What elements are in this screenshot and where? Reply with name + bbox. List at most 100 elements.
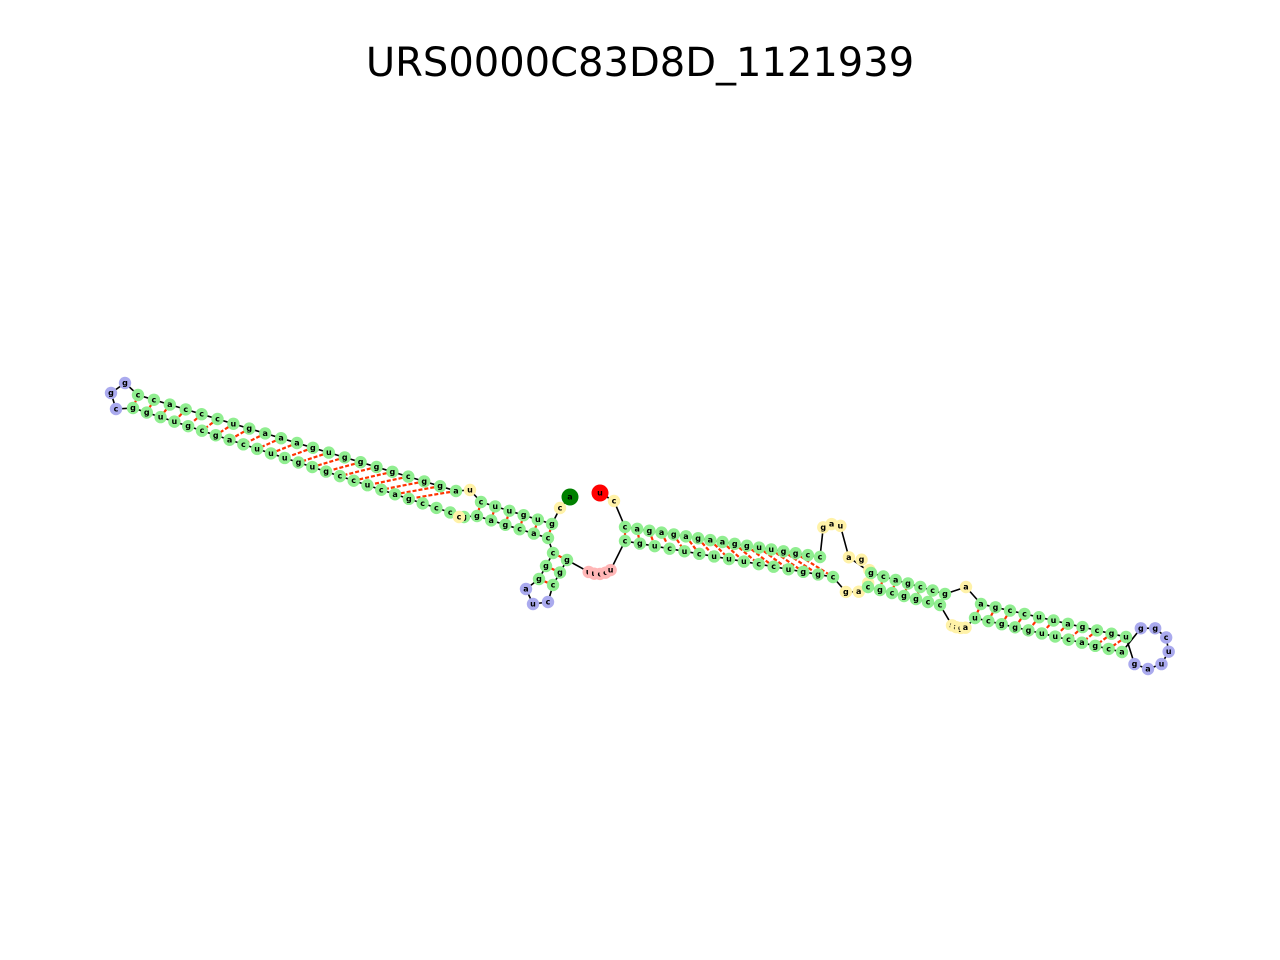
nucleotide: u	[463, 483, 477, 497]
nucleotide-letter: c	[818, 553, 823, 562]
nucleotide-letter: g	[781, 547, 787, 556]
nucleotide: c	[131, 388, 145, 402]
nucleotide-circle	[663, 542, 676, 555]
nucleotide: g	[539, 559, 553, 573]
nucleotide-circle	[974, 597, 988, 611]
nucleotide-circle	[1047, 614, 1060, 627]
nucleotide-circle	[789, 547, 802, 560]
nucleotide-letter: a	[659, 528, 664, 537]
nucleotide: g	[633, 537, 647, 550]
nucleotide: c	[752, 557, 765, 571]
nucleotide-letter: g	[296, 458, 302, 467]
nucleotide-circle	[319, 465, 333, 478]
nucleotide-circle	[163, 398, 176, 411]
nucleotide: g	[470, 509, 484, 523]
nucleotide-circle	[278, 451, 291, 465]
nucleotide: c	[402, 470, 415, 483]
nucleotide: u	[1119, 630, 1133, 644]
nucleotide: c	[546, 546, 560, 560]
nucleotide-circle	[561, 488, 579, 506]
nucleotide-letter: c	[420, 499, 425, 508]
base-pair-bond	[408, 489, 457, 500]
base-pair-bond	[270, 441, 298, 455]
nucleotide-letter: a	[392, 490, 397, 499]
nucleotide-circle	[1134, 622, 1148, 635]
nucleotide-circle	[539, 559, 553, 573]
nucleotide-letter: c	[1022, 609, 1027, 618]
nucleotide: u	[278, 451, 291, 465]
nucleotide-letter: g	[695, 534, 701, 543]
nucleotide-letter: u	[786, 565, 792, 574]
nucleotide-letter: c	[114, 405, 119, 414]
nucleotide-letter: c	[1066, 635, 1071, 644]
nucleotide-circle	[1061, 617, 1075, 630]
nucleotide: c	[607, 494, 621, 508]
nucleotide-circle	[873, 583, 887, 597]
nucleotide-letter: u	[597, 489, 603, 498]
nucleotide: c	[513, 523, 526, 536]
nucleotide-letter: g	[144, 408, 150, 417]
base-pair-bond	[353, 470, 393, 482]
nucleotide: a	[679, 530, 693, 543]
nucleotide-circle	[643, 524, 656, 537]
nucleotide-circle	[826, 570, 840, 584]
nucleotide-letter: g	[342, 453, 348, 462]
nucleotide: a	[889, 573, 902, 587]
nucleotide-circle	[765, 543, 778, 556]
nucleotide: c	[693, 547, 706, 561]
nucleotide-circle	[181, 419, 195, 433]
nucleotide: a	[974, 597, 988, 611]
nucleotide-letter: u	[254, 444, 260, 453]
nucleotide-letter: a	[294, 439, 299, 448]
nucleotide-letter: g	[859, 555, 865, 564]
nucleotide-letter: g	[820, 523, 826, 532]
nucleotide: c	[801, 548, 815, 562]
nucleotide-circle	[777, 545, 790, 558]
nucleotide: u	[1155, 657, 1168, 671]
nucleotide-circle	[264, 447, 278, 460]
nucleotide: g	[1076, 620, 1089, 634]
nucleotide: a	[842, 551, 856, 564]
nucleotide: g	[691, 532, 705, 545]
nucleotide: a	[1141, 662, 1155, 676]
nucleotide-letter: g	[744, 541, 750, 550]
nucleotide: u	[648, 539, 661, 553]
nucleotide: g	[1089, 639, 1102, 653]
nucleotide: c	[109, 402, 123, 416]
nucleotide-circle	[168, 415, 181, 428]
nucleotide-letter: g	[1109, 629, 1115, 638]
nucleotide-circle	[227, 417, 240, 430]
nucleotide-letter: c	[831, 573, 836, 582]
nucleotide: a	[485, 514, 498, 527]
nucleotide: g	[545, 517, 559, 531]
nucleotide: g	[789, 547, 802, 560]
nucleotide: u	[1047, 614, 1060, 627]
nucleotide-circle	[655, 526, 668, 539]
nucleotide-circle	[485, 514, 498, 527]
nucleotide-letter: u	[682, 547, 688, 556]
nucleotide: u	[227, 417, 240, 430]
nucleotide-letter: c	[241, 440, 246, 449]
nucleotide-circle	[782, 563, 795, 576]
nucleotide-letter: g	[122, 379, 128, 388]
nucleotide-letter: a	[856, 587, 861, 596]
nucleotide-letter: a	[567, 493, 572, 502]
nucleotide: g	[319, 465, 333, 478]
nucleotide-circle	[179, 403, 192, 416]
nucleotide: g	[370, 460, 383, 474]
nucleotide-circle	[1105, 627, 1118, 640]
nucleotide-letter: c	[457, 513, 462, 522]
nucleotide-letter: u	[1123, 633, 1129, 642]
nucleotide: g	[118, 376, 132, 390]
nucleotide: c	[885, 586, 899, 600]
nucleotide: a	[561, 488, 579, 506]
nucleotide-letter: u	[1051, 616, 1057, 625]
nucleotide-circle	[1159, 631, 1173, 644]
nucleotide-letter: g	[732, 539, 738, 548]
nucleotide-circle	[861, 580, 875, 594]
nucleotide-letter: a	[167, 400, 172, 409]
nucleotide: g	[292, 456, 305, 469]
nucleotide-circle	[933, 598, 947, 612]
nucleotide-letter: c	[551, 581, 556, 590]
nucleotide: c	[474, 495, 488, 509]
